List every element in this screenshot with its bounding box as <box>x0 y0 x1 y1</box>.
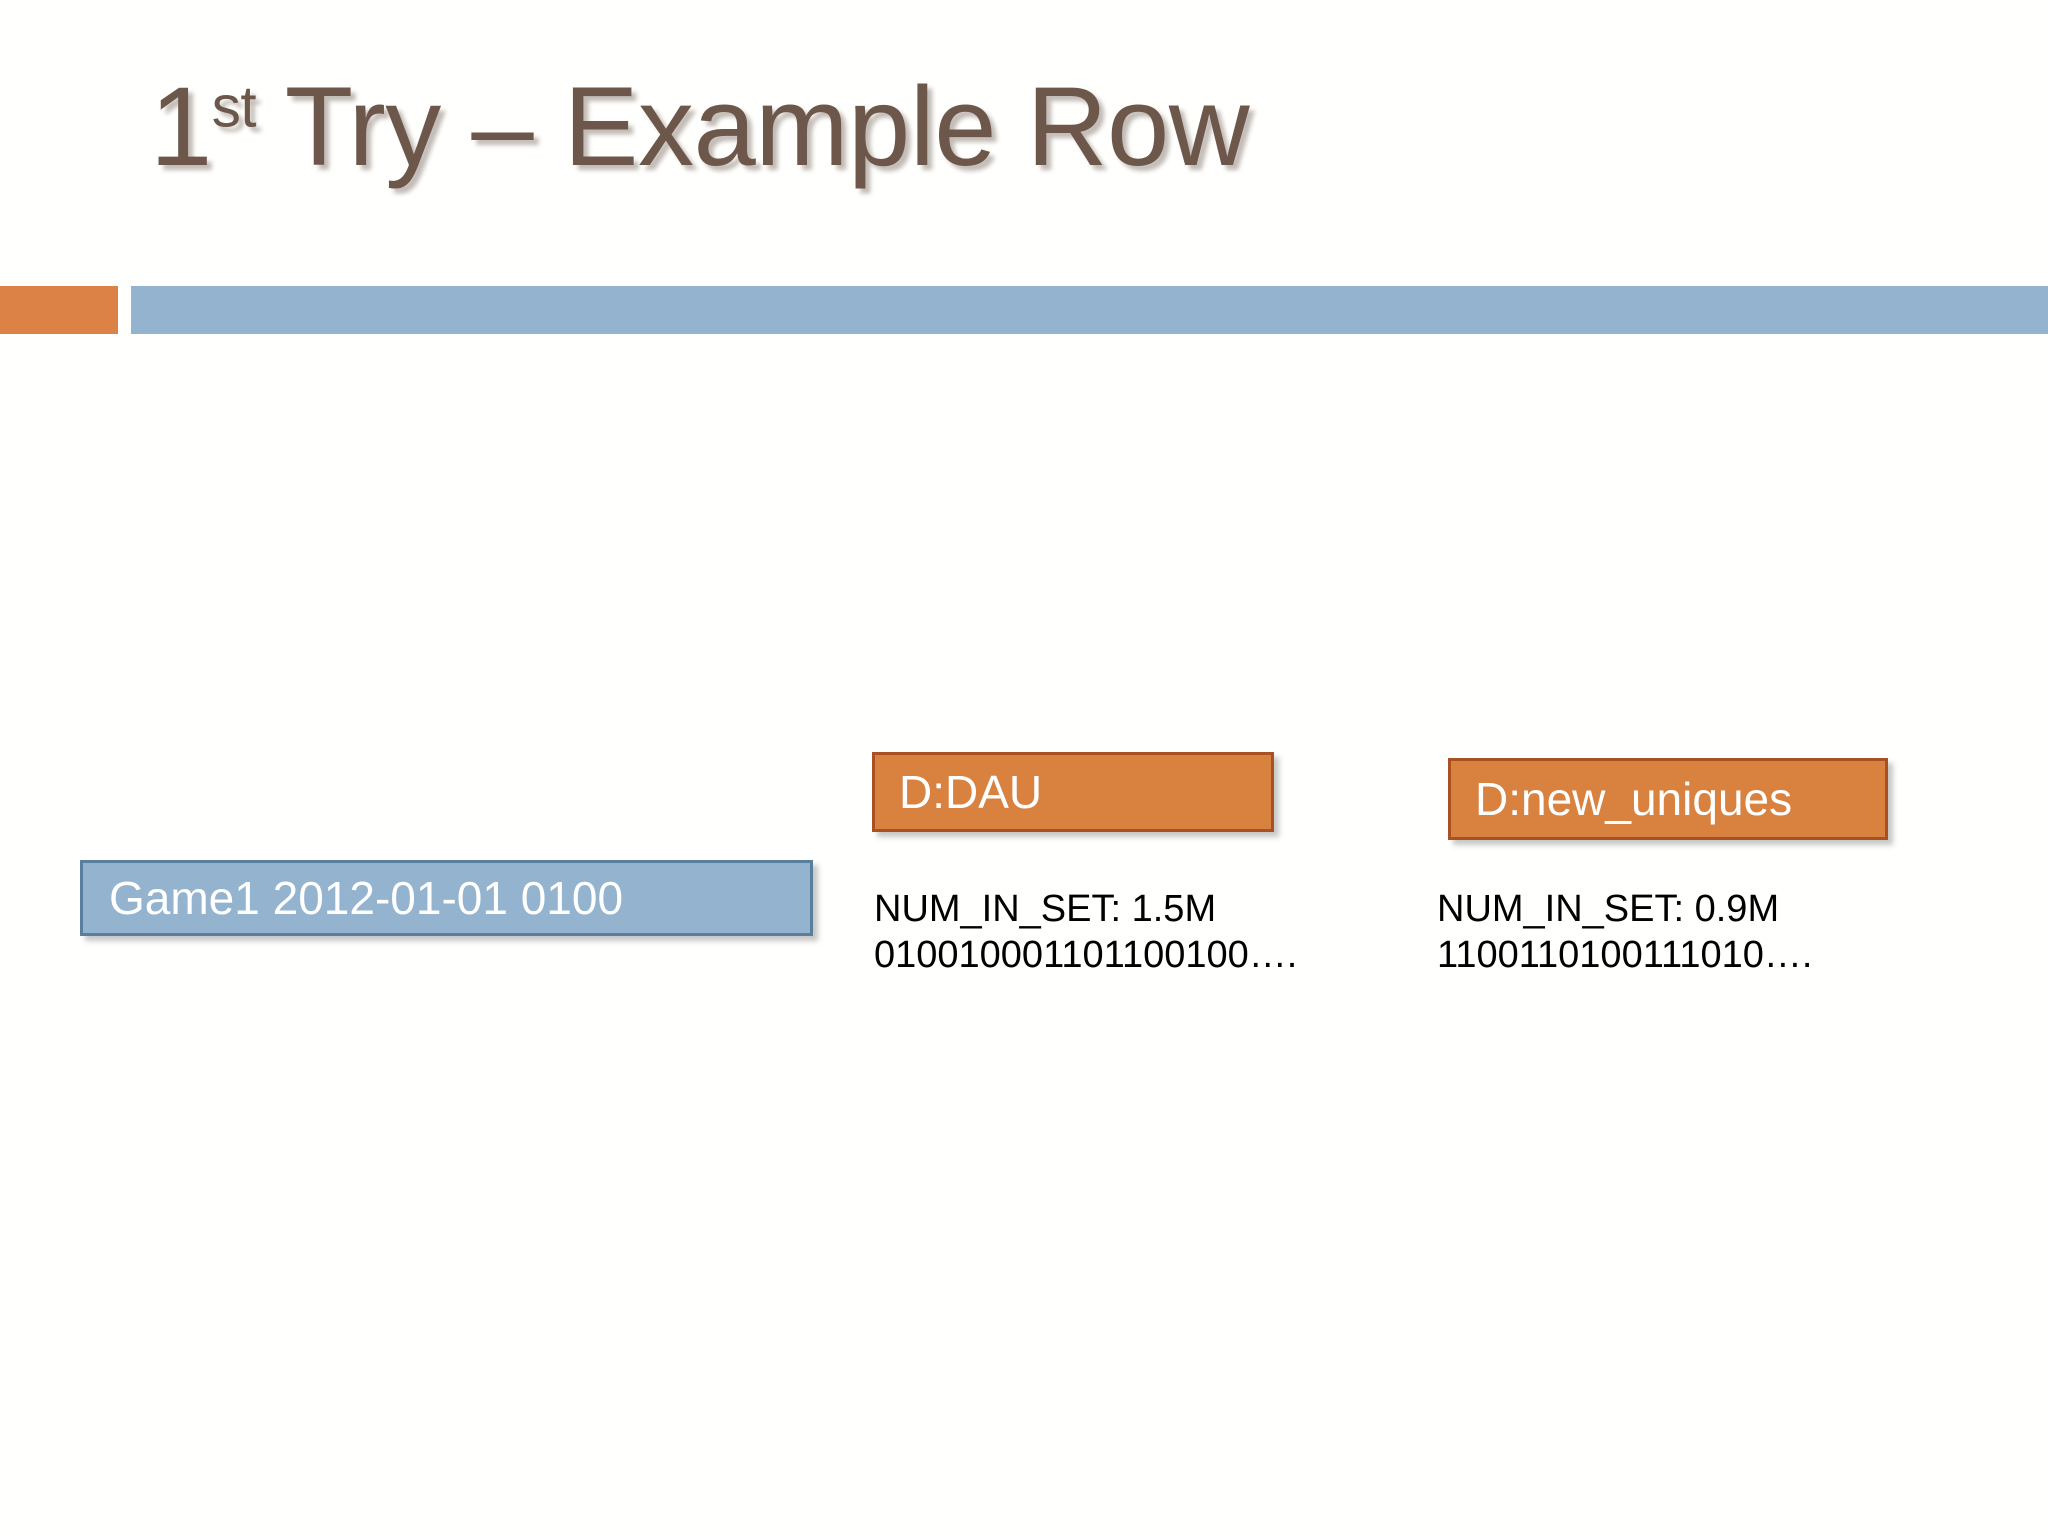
divider-bar <box>131 286 2048 334</box>
title-number: 1 <box>150 64 212 189</box>
column-family-label-new-uniques: D:new_uniques <box>1475 773 1793 825</box>
title-divider <box>0 286 2048 334</box>
title-ordinal-suffix: st <box>211 74 257 140</box>
column-family-box-dau: D:DAU <box>872 752 1274 832</box>
column-values-dau: NUM_IN_SET: 1.5M 010010001101100100…. <box>874 886 1297 979</box>
column-values-new-uniques: NUM_IN_SET: 0.9M 1100110100111010…. <box>1437 886 1812 979</box>
divider-accent-block <box>0 286 118 334</box>
row-key-label: Game1 2012-01-01 0100 <box>109 872 624 924</box>
column-family-box-new-uniques: D:new_uniques <box>1448 758 1888 840</box>
row-key-box: Game1 2012-01-01 0100 <box>80 860 813 936</box>
title-remainder: Try – Example Row <box>256 64 1250 189</box>
page-title: 1st Try – Example Row <box>150 68 1250 186</box>
bitmap-dau: 010010001101100100…. <box>874 934 1298 977</box>
num-in-set-new-uniques: NUM_IN_SET: 0.9M <box>1437 888 1780 930</box>
num-in-set-dau: NUM_IN_SET: 1.5M <box>874 888 1217 930</box>
bitmap-new-uniques: 1100110100111010…. <box>1437 934 1813 977</box>
column-family-label-dau: D:DAU <box>899 766 1043 818</box>
